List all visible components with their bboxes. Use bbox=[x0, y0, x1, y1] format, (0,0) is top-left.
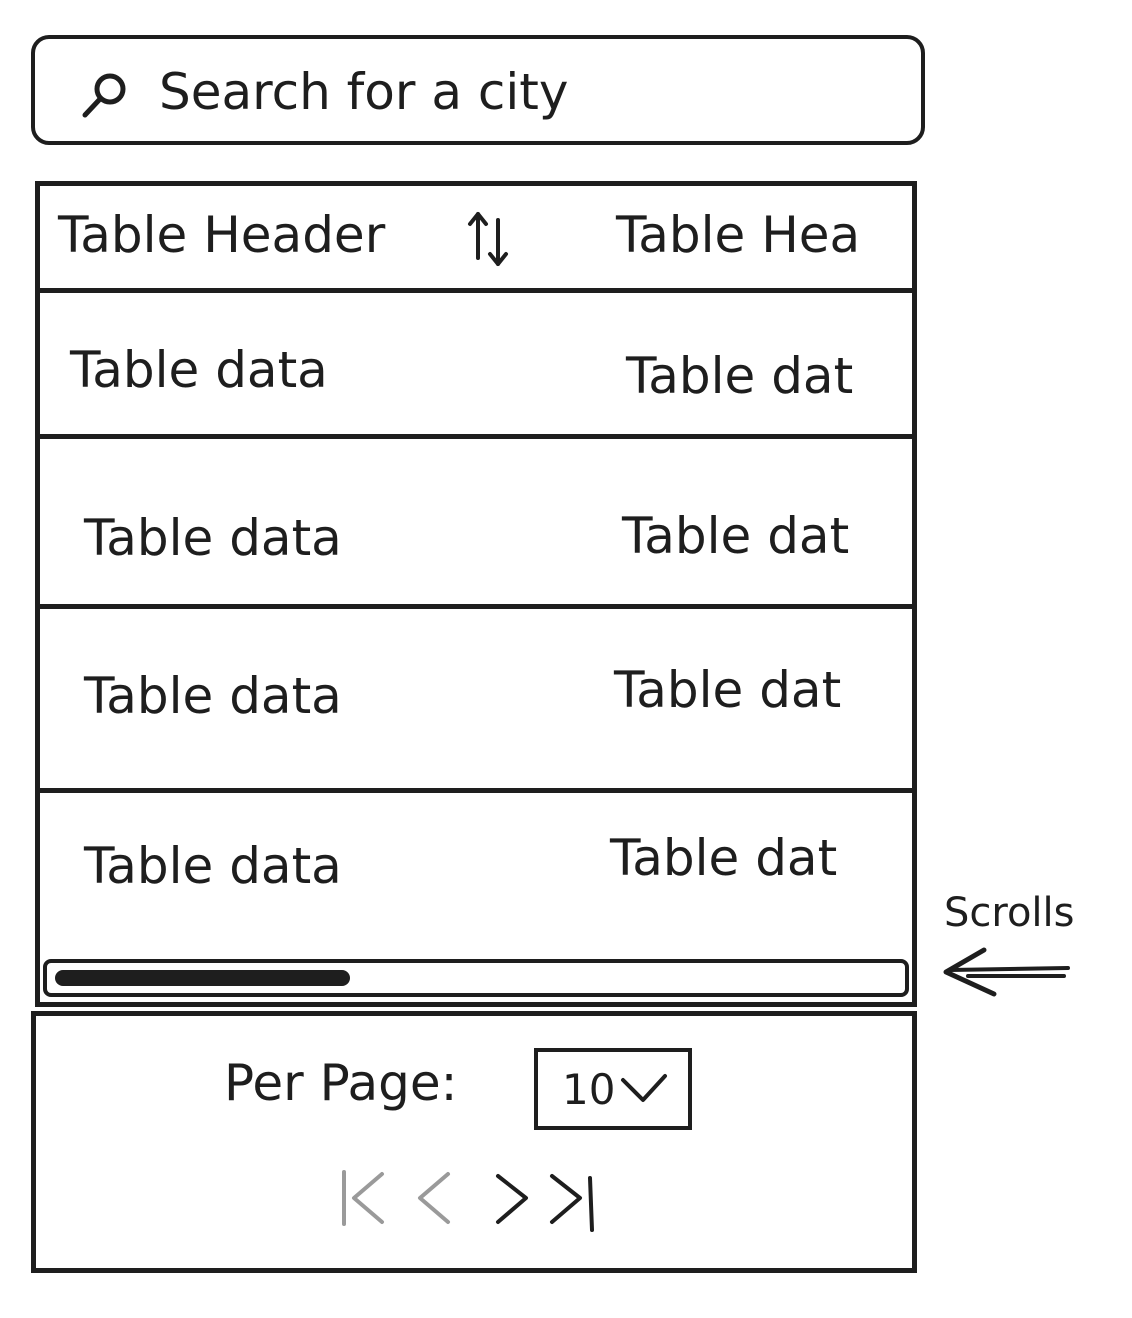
table-cell: Table data bbox=[84, 509, 342, 567]
table-cell: Table dat bbox=[622, 507, 850, 565]
table-cell: Table data bbox=[84, 667, 342, 725]
table-row: Table data Table dat bbox=[40, 793, 912, 957]
per-page-value: 10 bbox=[562, 1064, 616, 1114]
table-cell: Table dat bbox=[610, 829, 838, 887]
data-table: Table Header Table Hea Table data Table … bbox=[35, 181, 917, 1007]
scrollbar-thumb[interactable] bbox=[55, 970, 350, 986]
arrow-left-icon bbox=[943, 947, 1070, 997]
table-row: Table data Table dat bbox=[40, 293, 912, 439]
table-cell: Table dat bbox=[626, 347, 854, 405]
last-page-button[interactable] bbox=[542, 1166, 598, 1232]
next-page-button[interactable] bbox=[484, 1166, 540, 1232]
search-box[interactable] bbox=[31, 35, 925, 145]
last-page-icon bbox=[550, 1174, 594, 1232]
search-icon bbox=[82, 73, 126, 118]
table-header-row: Table Header Table Hea bbox=[40, 186, 912, 293]
table-cell: Table data bbox=[70, 341, 328, 399]
per-page-select[interactable]: 10 bbox=[534, 1048, 692, 1130]
table-row: Table data Table dat bbox=[40, 609, 912, 793]
table-cell: Table dat bbox=[614, 661, 842, 719]
column-header[interactable]: Table Header bbox=[58, 206, 386, 264]
previous-page-button[interactable] bbox=[408, 1166, 464, 1232]
previous-page-icon bbox=[418, 1172, 450, 1224]
annotation-label: Scrolls bbox=[944, 890, 1075, 936]
chevron-down-icon bbox=[621, 1074, 668, 1102]
sort-icon[interactable] bbox=[466, 208, 512, 270]
first-page-icon bbox=[342, 1170, 384, 1226]
search-input[interactable] bbox=[159, 57, 879, 127]
table-row: Table data Table dat bbox=[40, 439, 912, 609]
first-page-button[interactable] bbox=[336, 1166, 392, 1232]
horizontal-scrollbar[interactable] bbox=[43, 959, 909, 997]
per-page-label: Per Page: bbox=[224, 1054, 458, 1112]
column-header[interactable]: Table Hea bbox=[616, 206, 861, 264]
next-page-icon bbox=[496, 1174, 528, 1224]
table-cell: Table data bbox=[84, 837, 342, 895]
pagination-panel: Per Page: 10 bbox=[31, 1011, 917, 1273]
